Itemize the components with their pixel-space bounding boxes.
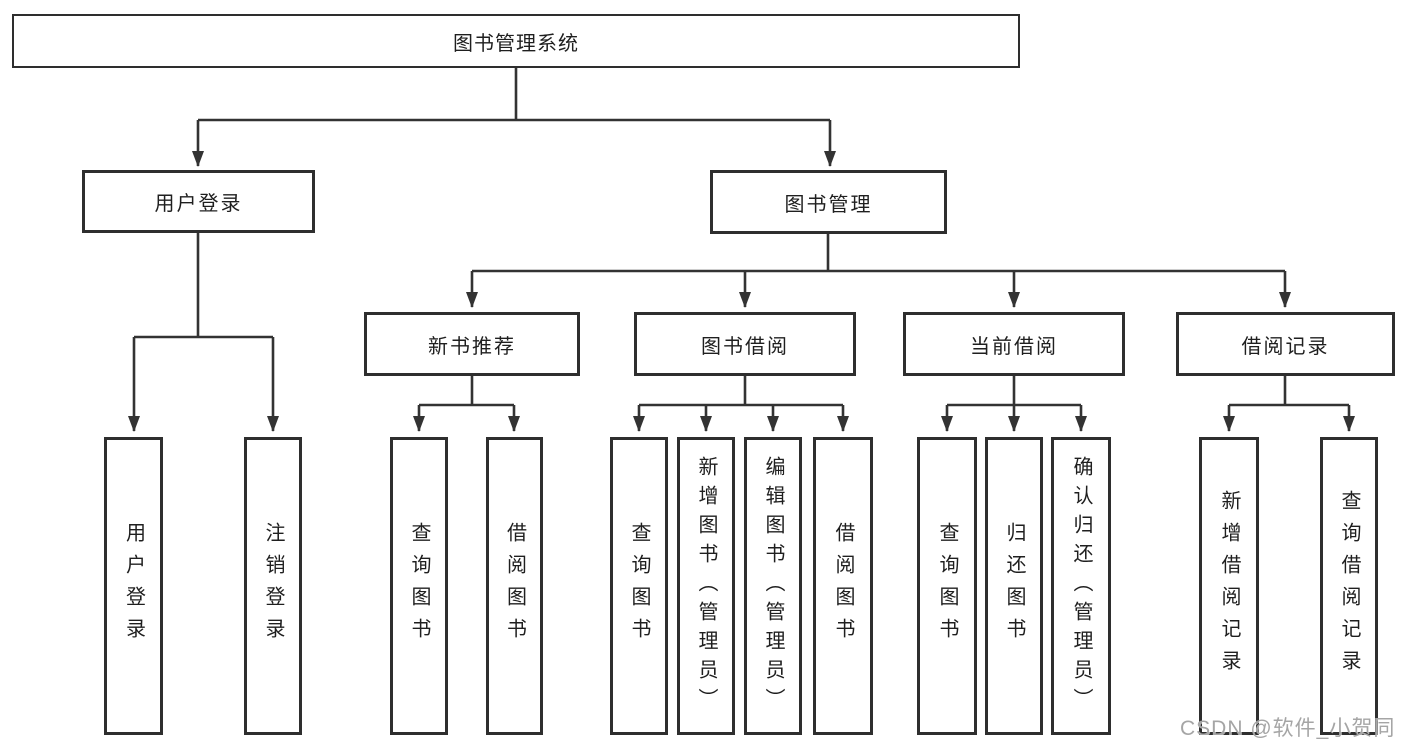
node-leaf-edit-books-admin: 编辑图书（管理员） (744, 437, 802, 735)
node-leaf-return-books: 归还图书 (985, 437, 1043, 735)
node-borrow-record: 借阅记录 (1176, 312, 1395, 376)
node-system-root: 图书管理系统 (12, 14, 1020, 68)
node-leaf-user-login: 用户登录 (104, 437, 163, 735)
csdn-watermark: CSDN @软件_小贺同学 (1180, 717, 1396, 740)
node-leaf-query-books-borrow: 查询图书 (610, 437, 668, 735)
node-book-borrow: 图书借阅 (634, 312, 856, 376)
node-leaf-borrow-books-recommend: 借阅图书 (486, 437, 543, 735)
node-leaf-query-borrow-record: 查询借阅记录 (1320, 437, 1378, 735)
node-leaf-query-books-recommend: 查询图书 (390, 437, 448, 735)
node-leaf-borrow-books: 借阅图书 (813, 437, 873, 735)
node-leaf-query-books-current: 查询图书 (917, 437, 977, 735)
node-current-borrow: 当前借阅 (903, 312, 1125, 376)
node-user-login-branch: 用户登录 (82, 170, 315, 233)
node-book-management-branch: 图书管理 (710, 170, 947, 234)
node-leaf-add-books-admin: 新增图书（管理员） (677, 437, 735, 735)
node-leaf-add-borrow-record: 新增借阅记录 (1199, 437, 1259, 735)
node-leaf-logout: 注销登录 (244, 437, 302, 735)
node-leaf-confirm-return-admin: 确认归还（管理员） (1051, 437, 1111, 735)
node-new-book-recommend: 新书推荐 (364, 312, 580, 376)
